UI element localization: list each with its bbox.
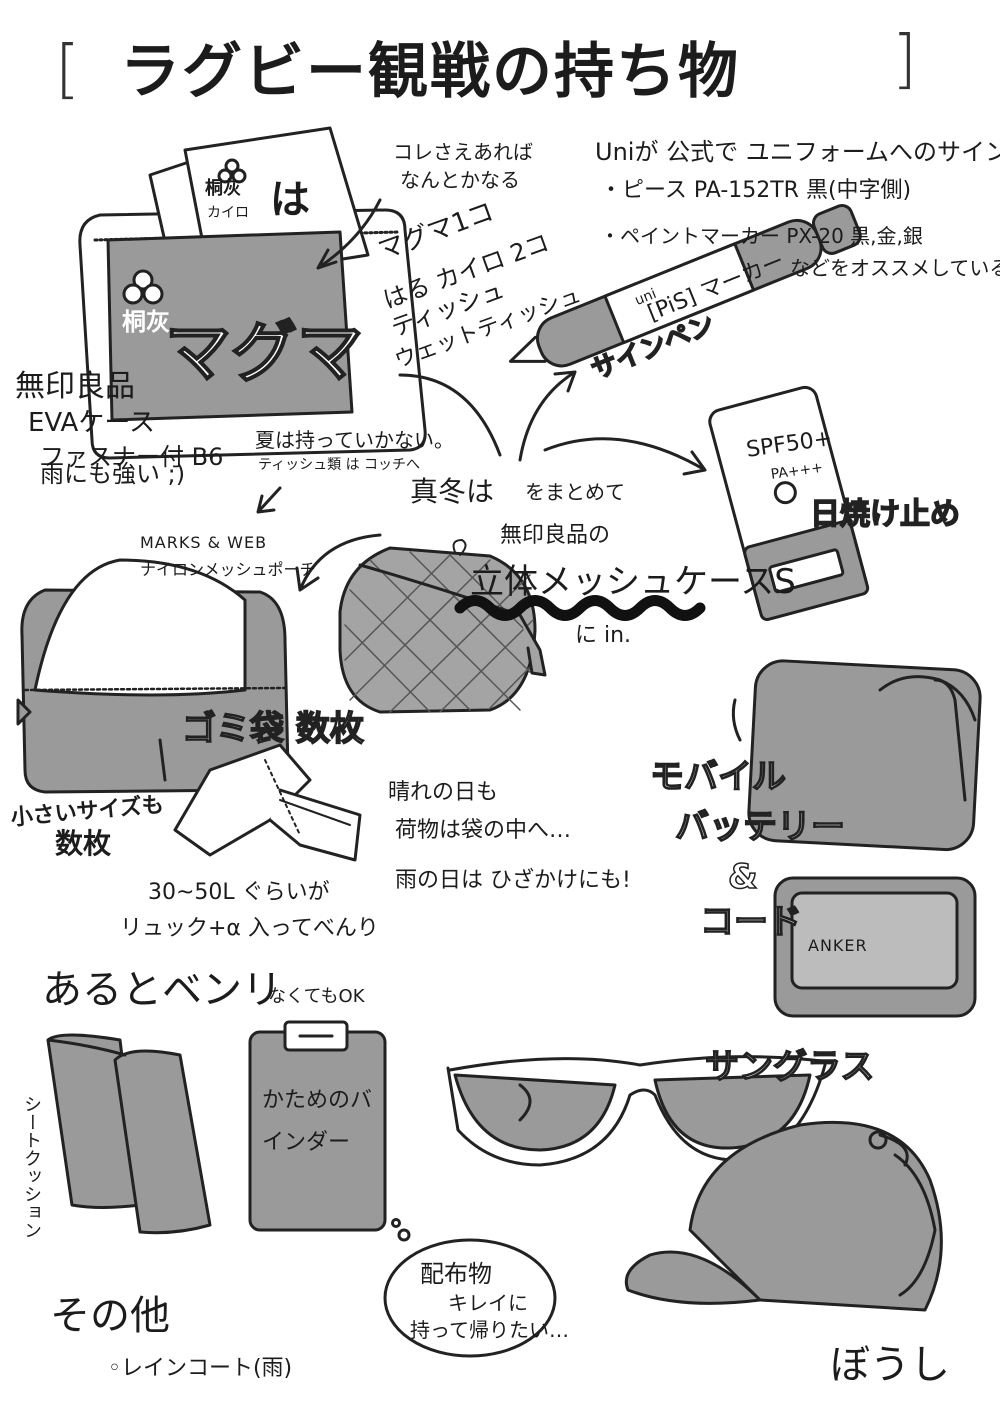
handout-line3: 持って帰りたい…: [410, 1318, 569, 1342]
summer-note-line2: ティッシュ類 は コッチへ: [258, 457, 421, 473]
sunglasses-label: サングラス: [704, 1047, 875, 1087]
handout-line1: 配布物: [420, 1260, 492, 1288]
pack-sub: カイロ: [207, 205, 249, 221]
note-arrow: [316, 198, 382, 270]
other-heading: その他: [50, 1293, 170, 1339]
eva-line3: ファスナー付 B6: [40, 443, 224, 471]
battery-line4: コード: [699, 902, 803, 942]
pack-brand: 桐灰: [205, 178, 241, 199]
page-title: ラグビー観戦の持ち物: [120, 37, 740, 107]
handy-sub: なくてもOK: [268, 986, 365, 1007]
garbage-size-line1: 30~50L ぐらいが: [148, 880, 330, 905]
handout-line2: キレイに: [448, 1291, 528, 1315]
cap-label: ぼうし: [830, 1342, 950, 1388]
garbage-label: ゴミ袋 数枚: [181, 709, 364, 749]
muji-text: 無印良品の: [500, 523, 611, 548]
marks-web-pouch-drawing: [16, 558, 290, 794]
sunny-line3: 雨の日は ひざかけにも!: [395, 868, 631, 893]
center-arrows: [256, 370, 707, 592]
battery-line2: バッテリー: [674, 807, 846, 847]
in-text: に in.: [575, 623, 632, 648]
battery-amp: &: [727, 857, 758, 897]
garbage-bag-drawing: [173, 743, 362, 862]
garbage-size-line2: リュック+α 入ってべんり: [120, 916, 379, 941]
sign-pen-drawing: [509, 204, 862, 368]
sunglasses-drawing: [446, 1055, 832, 1167]
sunscreen-drawing: [708, 385, 870, 621]
collect-text: をまとめて: [525, 480, 625, 504]
clipboard-drawing: [248, 1020, 387, 1232]
title-bracket-close: ]: [892, 23, 917, 97]
eva-line4: 雨にも強い ;): [40, 460, 186, 488]
seat-cushion-drawing: [46, 1033, 212, 1235]
magma-pack: [106, 230, 354, 422]
other-item-raincoat: ◦レインコート(雨): [108, 1356, 293, 1381]
cap-drawing: [624, 1120, 943, 1312]
garbage-small-line2: 数枚: [55, 827, 112, 860]
title-bracket-open: [: [55, 33, 80, 107]
handout-bubble: [383, 1218, 557, 1358]
marks-web-line1: MARKS & WEB: [140, 533, 268, 552]
pack-big-char: は: [270, 177, 310, 223]
anker-brand: ANKER: [808, 936, 868, 955]
binder-label: かためのバインダー: [262, 1088, 373, 1155]
hokaron-note-line2: なんとかなる: [400, 168, 520, 192]
marks-web-line2: ナイロンメッシュポーチ: [140, 560, 316, 579]
battery-line1: モバイル: [649, 757, 787, 797]
eva-line1: 無印良品: [15, 369, 135, 404]
mesh-case-text: 立体メッシュケースS: [470, 562, 796, 602]
sunscreen-label: 日焼け止め: [809, 497, 961, 532]
small-curl: [452, 539, 467, 556]
battery-drawing: [731, 659, 982, 1018]
winter-text: 真冬は: [410, 475, 495, 508]
squiggle: [454, 595, 706, 621]
magma-brand: 桐灰: [122, 308, 170, 336]
sunny-line1: 晴れの日も: [388, 780, 499, 805]
pen-info-line2: ・ピース PA-152TR 黒(中字側): [600, 178, 912, 203]
handy-heading: あるとベンリ: [42, 967, 282, 1013]
seat-cushion-label: シートクッション: [21, 1095, 42, 1239]
eva-line2: EVAケース: [28, 408, 156, 438]
pen-info-line3: ・ペイントマーカー PX-20 黒,金,銀: [600, 224, 923, 248]
mesh-pouch-drawing: [338, 546, 547, 714]
back-pack-logo: [217, 158, 247, 184]
magma-big-text: マグマ: [164, 314, 364, 391]
pen-info-line4: などをオススメしている!: [790, 256, 1000, 280]
pen-info-line1: Uniが 公式で ユニフォームへのサインは: [595, 138, 1000, 166]
sunny-line2: 荷物は袋の中へ…: [395, 818, 572, 843]
hokaron-note-line1: コレさえあれば: [393, 140, 533, 164]
summer-note-line1: 夏は持っていかない。: [255, 428, 454, 452]
